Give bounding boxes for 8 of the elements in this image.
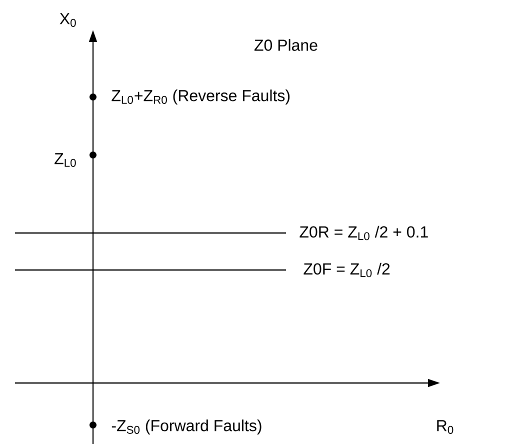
line-label: Z0R = Z$_{L0}$ /2 + 0.1 xyxy=(300,226,428,240)
point-label: Z$_{L0}$ xyxy=(54,153,76,167)
line-label: Z0F = Z$_{L0}$ /2 xyxy=(304,262,390,278)
point-label: Z$_{L0}$+Z$_{R0}$ (Reverse Faults) xyxy=(112,90,290,104)
plot-title: Z0 Plane xyxy=(254,39,318,51)
point-label: -Z$_{S0}$ (Forward Faults) xyxy=(112,420,262,434)
axis-label: R$_{0}$ xyxy=(437,420,454,434)
axis-label: X$_{0}$ xyxy=(60,13,76,27)
